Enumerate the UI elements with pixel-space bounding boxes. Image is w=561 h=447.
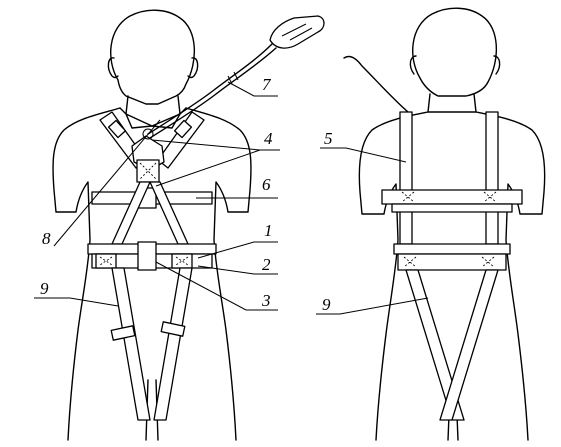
front-shoulder-buckle-right bbox=[173, 119, 193, 139]
front-neck bbox=[125, 95, 181, 115]
front-ear-left bbox=[107, 57, 119, 79]
lanyard-marks bbox=[227, 71, 239, 85]
back-waist-belt bbox=[393, 243, 511, 255]
front-pad-tab-right bbox=[171, 253, 193, 269]
leader-4 bbox=[151, 139, 280, 187]
front-strap-down-right bbox=[149, 181, 189, 245]
back-rope bbox=[343, 55, 409, 113]
lanyard-rope-2 bbox=[149, 47, 277, 139]
leader-lines bbox=[34, 81, 429, 315]
leader-1 bbox=[197, 241, 278, 259]
front-pad-tab-left bbox=[95, 253, 117, 269]
front-leg-buckle-left bbox=[110, 325, 136, 341]
back-leg-strap-right bbox=[439, 269, 499, 421]
front-collar bbox=[119, 107, 187, 129]
callout-2: 2 bbox=[262, 255, 271, 274]
callout-3: 3 bbox=[261, 291, 271, 310]
leader-5 bbox=[320, 147, 407, 163]
callout-labels: 7 4 6 1 2 3 8 9 5 9 bbox=[40, 75, 333, 314]
front-ear-right bbox=[187, 57, 199, 79]
back-leg-strap-left bbox=[405, 269, 465, 421]
back-harness bbox=[381, 111, 523, 421]
front-pad-stitch-right bbox=[175, 256, 189, 266]
carabiner-gate bbox=[281, 23, 313, 41]
front-head bbox=[110, 9, 196, 105]
leader-7 bbox=[227, 81, 278, 97]
lanyard-rope bbox=[147, 43, 273, 135]
front-strap-down-left bbox=[111, 181, 151, 245]
callout-8: 8 bbox=[42, 229, 51, 248]
front-pad-stitch-left bbox=[99, 256, 113, 266]
front-leg-strap-right bbox=[153, 267, 193, 421]
front-leg-buckle-right bbox=[160, 321, 186, 337]
front-harness bbox=[87, 111, 217, 421]
leader-2 bbox=[197, 265, 278, 275]
back-ear-right bbox=[493, 55, 501, 75]
callout-1: 1 bbox=[264, 221, 273, 240]
callout-9-front: 9 bbox=[40, 279, 49, 298]
callout-6: 6 bbox=[262, 175, 271, 194]
leader-8 bbox=[53, 119, 161, 247]
front-figure bbox=[52, 9, 252, 441]
callout-9-back: 9 bbox=[322, 295, 331, 314]
back-chest-belt-lower bbox=[391, 203, 513, 213]
back-neck bbox=[427, 93, 477, 113]
front-shoulder-buckle-left bbox=[107, 119, 127, 139]
leader-9-front bbox=[34, 297, 119, 307]
back-shoulder-strap-left bbox=[399, 111, 413, 245]
front-leg-strap-left bbox=[111, 267, 151, 421]
lanyard bbox=[147, 15, 325, 139]
back-ear-left bbox=[409, 55, 417, 75]
back-shoulder-strap-right bbox=[485, 111, 499, 245]
callout-4: 4 bbox=[264, 129, 273, 148]
back-waist-pad bbox=[397, 253, 507, 271]
back-chest-belt bbox=[381, 189, 523, 205]
callout-5: 5 bbox=[324, 129, 333, 148]
carabiner-icon bbox=[269, 15, 325, 49]
back-head bbox=[412, 7, 498, 97]
callout-7: 7 bbox=[262, 75, 272, 94]
front-d-ring bbox=[142, 128, 154, 140]
front-waist-buckle bbox=[137, 241, 157, 271]
leader-3 bbox=[155, 261, 278, 311]
leader-9-back bbox=[316, 297, 429, 315]
front-torso bbox=[52, 107, 252, 441]
